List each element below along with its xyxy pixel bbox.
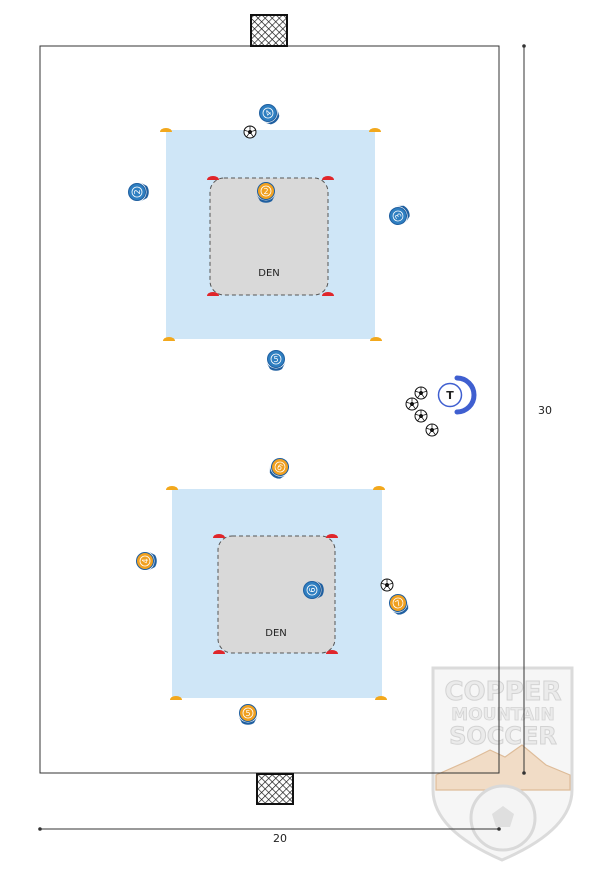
bottom-den-markers [213, 534, 338, 654]
top-goal [250, 14, 288, 47]
bottom-den [217, 535, 336, 654]
bottom-grid-cones [166, 486, 387, 700]
player-blue-2: 2 [128, 182, 149, 202]
players: 4 2 2 3 5 6 4 6 7 5 [128, 104, 410, 725]
bottom-goal [256, 773, 294, 805]
dimension-horizontal [38, 827, 501, 831]
player-number: 7 [394, 598, 403, 608]
player-blue-4: 4 [259, 104, 280, 125]
player-orange-7: 7 [389, 594, 409, 615]
player-number: 2 [263, 187, 268, 196]
player-number: 4 [141, 558, 150, 563]
player-orange-5: 5 [238, 704, 258, 725]
watermark-line3: SOCCER [449, 722, 557, 750]
top-grid-cones [160, 128, 382, 341]
top-grid [166, 130, 375, 339]
bottom-den-label: DEN [265, 628, 287, 639]
dimension-vertical [522, 44, 526, 775]
length-label: 30 [538, 404, 552, 417]
player-number: 5 [273, 355, 278, 364]
top-den [209, 177, 329, 296]
top-den-label: DEN [258, 268, 280, 279]
watermark-line2: MOUNTAIN [451, 705, 554, 725]
player-blue-6: 6 [303, 580, 324, 600]
top-den-markers [207, 176, 334, 296]
coach-icon [437, 375, 477, 415]
player-orange-6: 6 [269, 458, 289, 479]
player-number: 6 [308, 587, 317, 592]
player-number: 2 [133, 189, 142, 194]
player-orange-4: 4 [136, 551, 157, 571]
player-number: 5 [245, 709, 250, 718]
coach-label: T [446, 389, 454, 402]
watermark-line1: COPPER [444, 677, 561, 707]
player-orange-2: 2 [256, 182, 276, 203]
player-number: 6 [275, 462, 284, 472]
player-blue-3: 3 [389, 205, 410, 225]
width-label: 20 [273, 832, 287, 845]
player-number: 3 [393, 211, 403, 220]
player-number: 4 [263, 108, 273, 118]
watermark-logo: COPPER MOUNTAIN SOCCER [431, 666, 574, 862]
player-blue-5: 5 [266, 350, 286, 371]
bottom-grid [172, 489, 382, 698]
